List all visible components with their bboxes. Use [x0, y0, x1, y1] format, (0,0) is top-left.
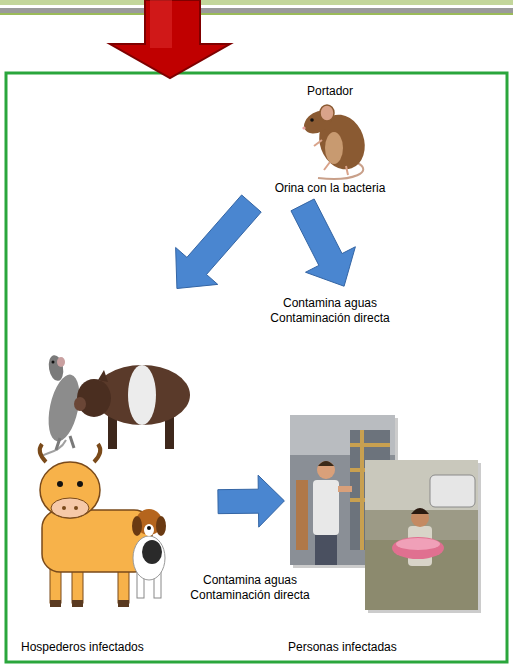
top-band-part [0, 0, 513, 5]
red-down-arrow-part [110, 0, 230, 78]
worker-photo-part [318, 461, 334, 466]
node-caption: Orina con la bacteria [275, 181, 386, 196]
mouse-illustration-part [325, 132, 343, 164]
frame [6, 73, 507, 662]
cow-illustration-part [40, 462, 100, 518]
label-anchor: Contamina aguas Contaminación directa [263, 296, 398, 326]
cow-illustration-part [50, 600, 61, 607]
cow-illustration-part [57, 481, 63, 487]
pig-illustration-part [108, 415, 117, 449]
mouse-illustration-part [320, 105, 334, 121]
top-band-part [0, 13, 513, 15]
flood-photo [365, 460, 481, 613]
mouse-illustration-part [300, 106, 336, 138]
cow-illustration-part [74, 506, 78, 510]
node-heading: Portador [307, 84, 353, 99]
worker-photo-part [338, 486, 352, 492]
dog-illustration-part [144, 524, 154, 536]
dog-illustration-part [156, 516, 166, 536]
pig-illustration [74, 365, 190, 449]
top-band [0, 0, 513, 15]
node-caption: Hospederos infectados [21, 640, 144, 655]
cow-illustration-part [77, 481, 83, 487]
rat-illustration-part [42, 440, 66, 456]
mouse-illustration-part [310, 118, 314, 122]
flood-photo-part [411, 508, 429, 514]
flood-photo-part [411, 509, 429, 527]
rat-illustration-part [56, 436, 74, 450]
transmission-arrow [218, 475, 285, 527]
frame-part [6, 73, 507, 662]
red-down-arrow-part [150, 0, 172, 48]
flood-photo-part [430, 475, 475, 507]
cow-illustration-part [51, 498, 89, 518]
dog-illustration-part [133, 536, 165, 580]
pig-illustration-part [98, 370, 108, 382]
cow-illustration-part [62, 506, 66, 510]
top-band-part [0, 8, 513, 13]
pig-illustration-part [128, 365, 156, 425]
rat-illustration-part [47, 354, 65, 382]
transmission-arrow [291, 199, 355, 286]
worker-photo-part [313, 480, 339, 535]
flood-photo-part [365, 460, 478, 510]
mouse-illustration-part [314, 140, 348, 175]
worker-photo-part [315, 535, 337, 565]
mouse-illustration-part [302, 126, 305, 129]
pig-illustration-part [74, 397, 86, 411]
dog-illustration-part [147, 526, 151, 530]
flood-photo-part [392, 537, 444, 559]
node-caption: Personas infectadas [288, 640, 397, 655]
transmission-arrow [176, 195, 262, 289]
cow-illustration-part [40, 444, 101, 462]
dog-illustration-part [132, 516, 142, 536]
carrier-group: PortadorOrina con la bacteria [250, 84, 410, 196]
red-down-arrow [110, 0, 230, 78]
edge-label: Contamina aguas Contaminación directa [183, 573, 318, 603]
flood-photo-part [365, 460, 478, 610]
worker-photo-part [317, 461, 335, 479]
flood-photo-part [396, 538, 440, 550]
cow-illustration-part [72, 600, 83, 607]
dog-illustration-part [142, 540, 162, 564]
worker-photo-part [296, 480, 308, 550]
dog-illustration [132, 509, 166, 598]
cow-illustration-part [118, 600, 129, 607]
rat-illustration-part [52, 361, 55, 364]
mouse-illustration [300, 105, 372, 179]
rat-illustration-part [57, 357, 65, 367]
cow-illustration [40, 444, 152, 607]
transmission-note: Contamina aguas Contaminación directa [263, 296, 398, 326]
edge-label-anchor: Contamina aguas Contaminación directa [183, 573, 318, 603]
